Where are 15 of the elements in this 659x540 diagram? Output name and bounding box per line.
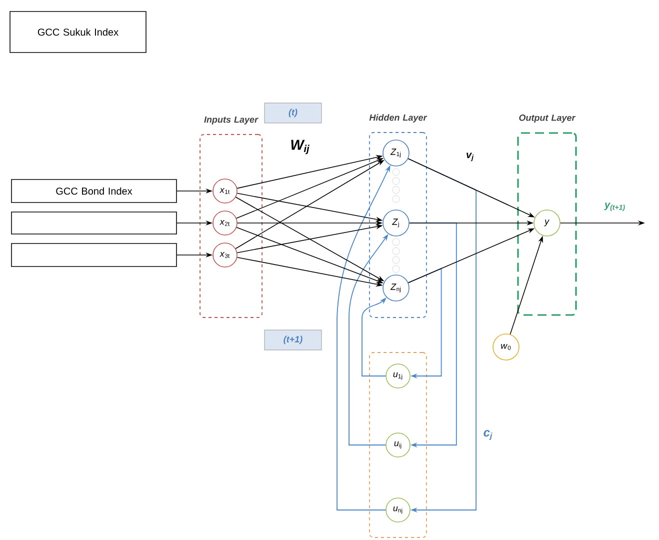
weight-label: v$_{j}$ <box>465 152 475 162</box>
edge-label: y$_{(t+1)}$ <box>603 202 627 212</box>
layer-heading: Inputs Layer <box>204 116 258 124</box>
layer-heading: Hidden Layer <box>369 114 428 122</box>
arrow <box>408 268 442 379</box>
time-step-box: (t) <box>264 102 322 124</box>
index-box: GCC Bond Index <box>11 179 177 203</box>
index-box <box>11 212 177 234</box>
layer-box <box>369 352 427 538</box>
weight-label: W$_{ij}$ <box>289 138 311 156</box>
index-box: GCC Sukuk Index <box>10 11 146 53</box>
weight-label: c$_{j}$ <box>482 429 494 441</box>
time-step-box: (t+1) <box>264 330 322 350</box>
layer-heading: Output Layer <box>519 114 576 123</box>
index-box <box>11 243 177 267</box>
